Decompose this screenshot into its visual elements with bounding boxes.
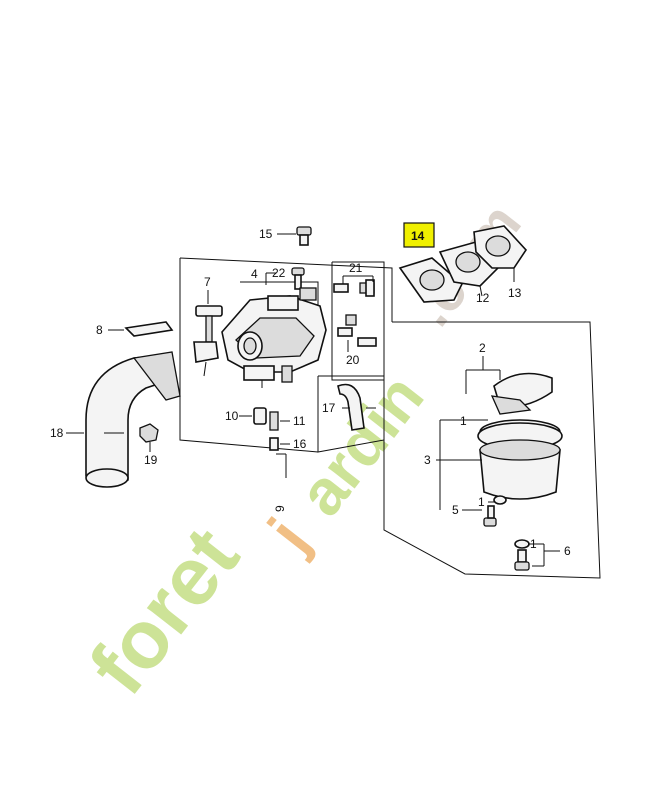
svg-text:foret: foret: [72, 511, 256, 711]
callout-2: 2: [479, 341, 486, 355]
callout-4: 4: [251, 267, 258, 281]
callout-3: 3: [424, 453, 431, 467]
callout-1-drain: 1: [478, 495, 485, 509]
callout-6: 6: [564, 544, 571, 558]
part-16-jet: [269, 437, 290, 451]
part-7-choke-lever: [193, 290, 223, 377]
part-13-gasket: [473, 225, 528, 282]
part-2-float: [465, 356, 553, 415]
part-8-bracket: [108, 321, 174, 337]
part-21-screws: [333, 275, 375, 297]
callout-1-bowl: 1: [460, 414, 467, 428]
part-20-screws: [337, 314, 377, 352]
callout-labels: 15 4 22 21 7 8 20 18 19 10 11 16 17 9 14…: [50, 227, 571, 558]
part-3-float-bowl: [436, 419, 563, 510]
callout-15: 15: [259, 227, 273, 241]
callout-7: 7: [204, 275, 211, 289]
callout-14: 14: [411, 229, 425, 243]
part-6-bolt: [514, 539, 560, 571]
callout-21: 21: [349, 261, 363, 275]
part-10-fitting: [239, 407, 267, 425]
callout-20: 20: [346, 353, 360, 367]
callout-1-bolt: 1: [530, 537, 537, 551]
callout-8: 8: [96, 323, 103, 337]
callout-10: 10: [225, 409, 239, 423]
svg-text:j: j: [254, 505, 322, 564]
callout-9: 9: [273, 505, 287, 512]
callout-17: 17: [322, 401, 336, 415]
part-11-jet: [269, 411, 290, 431]
callout-19: 19: [144, 453, 158, 467]
callout-5: 5: [452, 503, 459, 517]
callout-12: 12: [476, 291, 490, 305]
callout-18: 18: [50, 426, 64, 440]
part-15-screw: [277, 226, 312, 246]
part-14-highlight: [403, 222, 435, 248]
part-22-screw: [265, 267, 305, 290]
leader-lines: [104, 407, 376, 478]
callout-22: 22: [272, 266, 286, 280]
callout-13: 13: [508, 286, 522, 300]
svg-text:ardin: ardin: [284, 361, 437, 529]
part-18-elbow-pipe: [66, 351, 181, 488]
part-5-drain-screw: [462, 495, 507, 527]
part-14-gasket: [398, 257, 463, 303]
callout-11: 11: [293, 414, 306, 428]
part-19-nut: [139, 423, 159, 452]
carburetor-body: [221, 287, 327, 388]
part-17-hose: [337, 383, 365, 431]
callout-16: 16: [293, 437, 307, 451]
